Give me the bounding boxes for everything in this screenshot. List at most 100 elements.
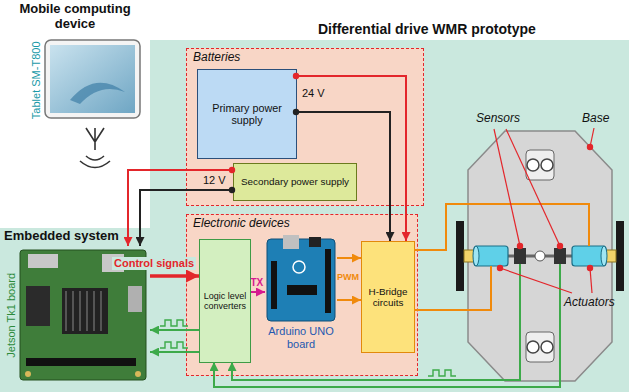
caster-wheel bbox=[526, 150, 554, 362]
device-node: Mobile computing deviceTablet SM-T800 bbox=[0, 0, 150, 122]
power-box: Secondary power supply bbox=[233, 163, 357, 201]
connector-arrow bbox=[337, 257, 361, 259]
axle bbox=[464, 250, 474, 262]
caster-wheel bbox=[526, 150, 554, 180]
terminal-dot bbox=[229, 73, 299, 193]
board-label: Arduino UNO board bbox=[265, 325, 337, 350]
chip bbox=[287, 285, 317, 295]
caster-wheel bbox=[541, 341, 553, 353]
logo bbox=[293, 261, 305, 273]
part-name: Actuators bbox=[564, 296, 615, 310]
label-holder: 12 V bbox=[203, 174, 226, 187]
connector-arrow bbox=[251, 291, 265, 293]
leader-line bbox=[590, 128, 594, 147]
text-holder: Arduino UNO board bbox=[265, 325, 337, 350]
leader-line bbox=[587, 144, 592, 149]
text-holder: Batteries bbox=[193, 51, 240, 65]
connector-arrow bbox=[150, 329, 199, 331]
text-holder: Primary power supply bbox=[198, 70, 296, 158]
text-holder: H-Bridge circuits bbox=[362, 242, 414, 352]
axle bbox=[535, 251, 545, 261]
text-holder: Electronic devices bbox=[193, 217, 290, 231]
voltage-label: 12 V bbox=[203, 174, 226, 187]
connector-arrow bbox=[140, 190, 233, 246]
label-holder: Sensors bbox=[476, 112, 520, 126]
connector-arrow bbox=[150, 351, 199, 353]
label-holder: Embedded system bbox=[4, 229, 119, 244]
axle bbox=[464, 255, 616, 258]
label-holder: Actuators bbox=[564, 296, 615, 310]
mount-hole bbox=[135, 371, 141, 377]
wireless-symbol bbox=[86, 156, 104, 160]
drive-wheel bbox=[456, 221, 624, 291]
label-holder: Base bbox=[582, 112, 609, 126]
process-box: Logic level converters bbox=[199, 239, 251, 363]
power-jack bbox=[309, 237, 321, 247]
screen-graphic bbox=[70, 83, 125, 104]
power-box: Primary power supply bbox=[197, 69, 297, 159]
robot-base bbox=[468, 131, 612, 381]
connector-arrow bbox=[297, 112, 390, 241]
node-heading: Mobile computing device bbox=[0, 2, 150, 32]
axle bbox=[464, 250, 616, 262]
region-fill bbox=[0, 40, 629, 392]
axle bbox=[606, 250, 616, 262]
encoder-symbol bbox=[514, 248, 566, 264]
signal-wave bbox=[160, 320, 188, 326]
terminal-dot bbox=[293, 109, 299, 115]
signal-wave bbox=[428, 370, 456, 376]
signal-wave bbox=[160, 342, 188, 348]
section-heading: Embedded system bbox=[4, 229, 119, 244]
drive-wheel bbox=[616, 221, 624, 291]
connector-arrow bbox=[128, 170, 233, 246]
group-box: Electronic devicesLogic level converters… bbox=[186, 214, 418, 376]
box-label: H-Bridge circuits bbox=[365, 286, 411, 309]
sensor-wire bbox=[214, 264, 560, 387]
text-holder: Secondary power supply bbox=[234, 164, 356, 200]
text-holder: Mobile computing device bbox=[0, 2, 150, 32]
device-model: Tablet SM-T800 bbox=[30, 41, 43, 119]
heatsink-fin bbox=[86, 291, 88, 331]
signal-label: TX bbox=[251, 277, 264, 289]
sensor-wire bbox=[214, 264, 560, 387]
heatsink-fin bbox=[79, 291, 81, 331]
connector-arrow bbox=[297, 76, 406, 241]
connector-arrow bbox=[150, 274, 199, 278]
voltage-label: 24 V bbox=[302, 87, 325, 100]
label-holder: TX bbox=[251, 277, 264, 289]
tablet-screen bbox=[50, 45, 135, 113]
label-holder: 24 V bbox=[302, 87, 325, 100]
usb-port bbox=[283, 235, 299, 249]
motor-wire bbox=[414, 204, 589, 250]
region-heading: Differential drive WMR prototype bbox=[318, 21, 536, 37]
part-name: Base bbox=[582, 112, 609, 126]
signal-label: PWM bbox=[337, 272, 359, 282]
port bbox=[28, 254, 58, 268]
motor-wire bbox=[414, 204, 589, 310]
box-label: Secondary power supply bbox=[241, 176, 349, 187]
leader-line bbox=[500, 268, 572, 293]
connector-arrow bbox=[337, 299, 361, 301]
box-label: Primary power supply bbox=[202, 102, 292, 127]
heatsink-fin bbox=[65, 291, 67, 331]
terminal-dot bbox=[229, 187, 235, 193]
group-heading: Electronic devices bbox=[193, 217, 290, 231]
caster-wheel bbox=[541, 159, 553, 171]
box-label: Logic level converters bbox=[202, 291, 248, 312]
leader-line bbox=[506, 129, 560, 246]
leader-line bbox=[494, 129, 520, 246]
mount-hole bbox=[25, 371, 31, 377]
leader-line bbox=[557, 243, 562, 248]
signal-wave bbox=[160, 320, 456, 376]
wireless-symbol bbox=[86, 128, 104, 150]
signal-label: Control signals bbox=[112, 257, 196, 270]
robot-base bbox=[468, 131, 612, 381]
board-label: Jetson Tk1 board bbox=[5, 272, 18, 357]
motor-symbol bbox=[474, 246, 508, 266]
heatsink-fin bbox=[72, 291, 74, 331]
label-holder: Control signals bbox=[112, 257, 196, 270]
text-holder: Jetson Tk1 board bbox=[5, 272, 18, 357]
port bbox=[128, 286, 142, 312]
leader-line bbox=[590, 268, 592, 293]
header bbox=[271, 261, 277, 309]
